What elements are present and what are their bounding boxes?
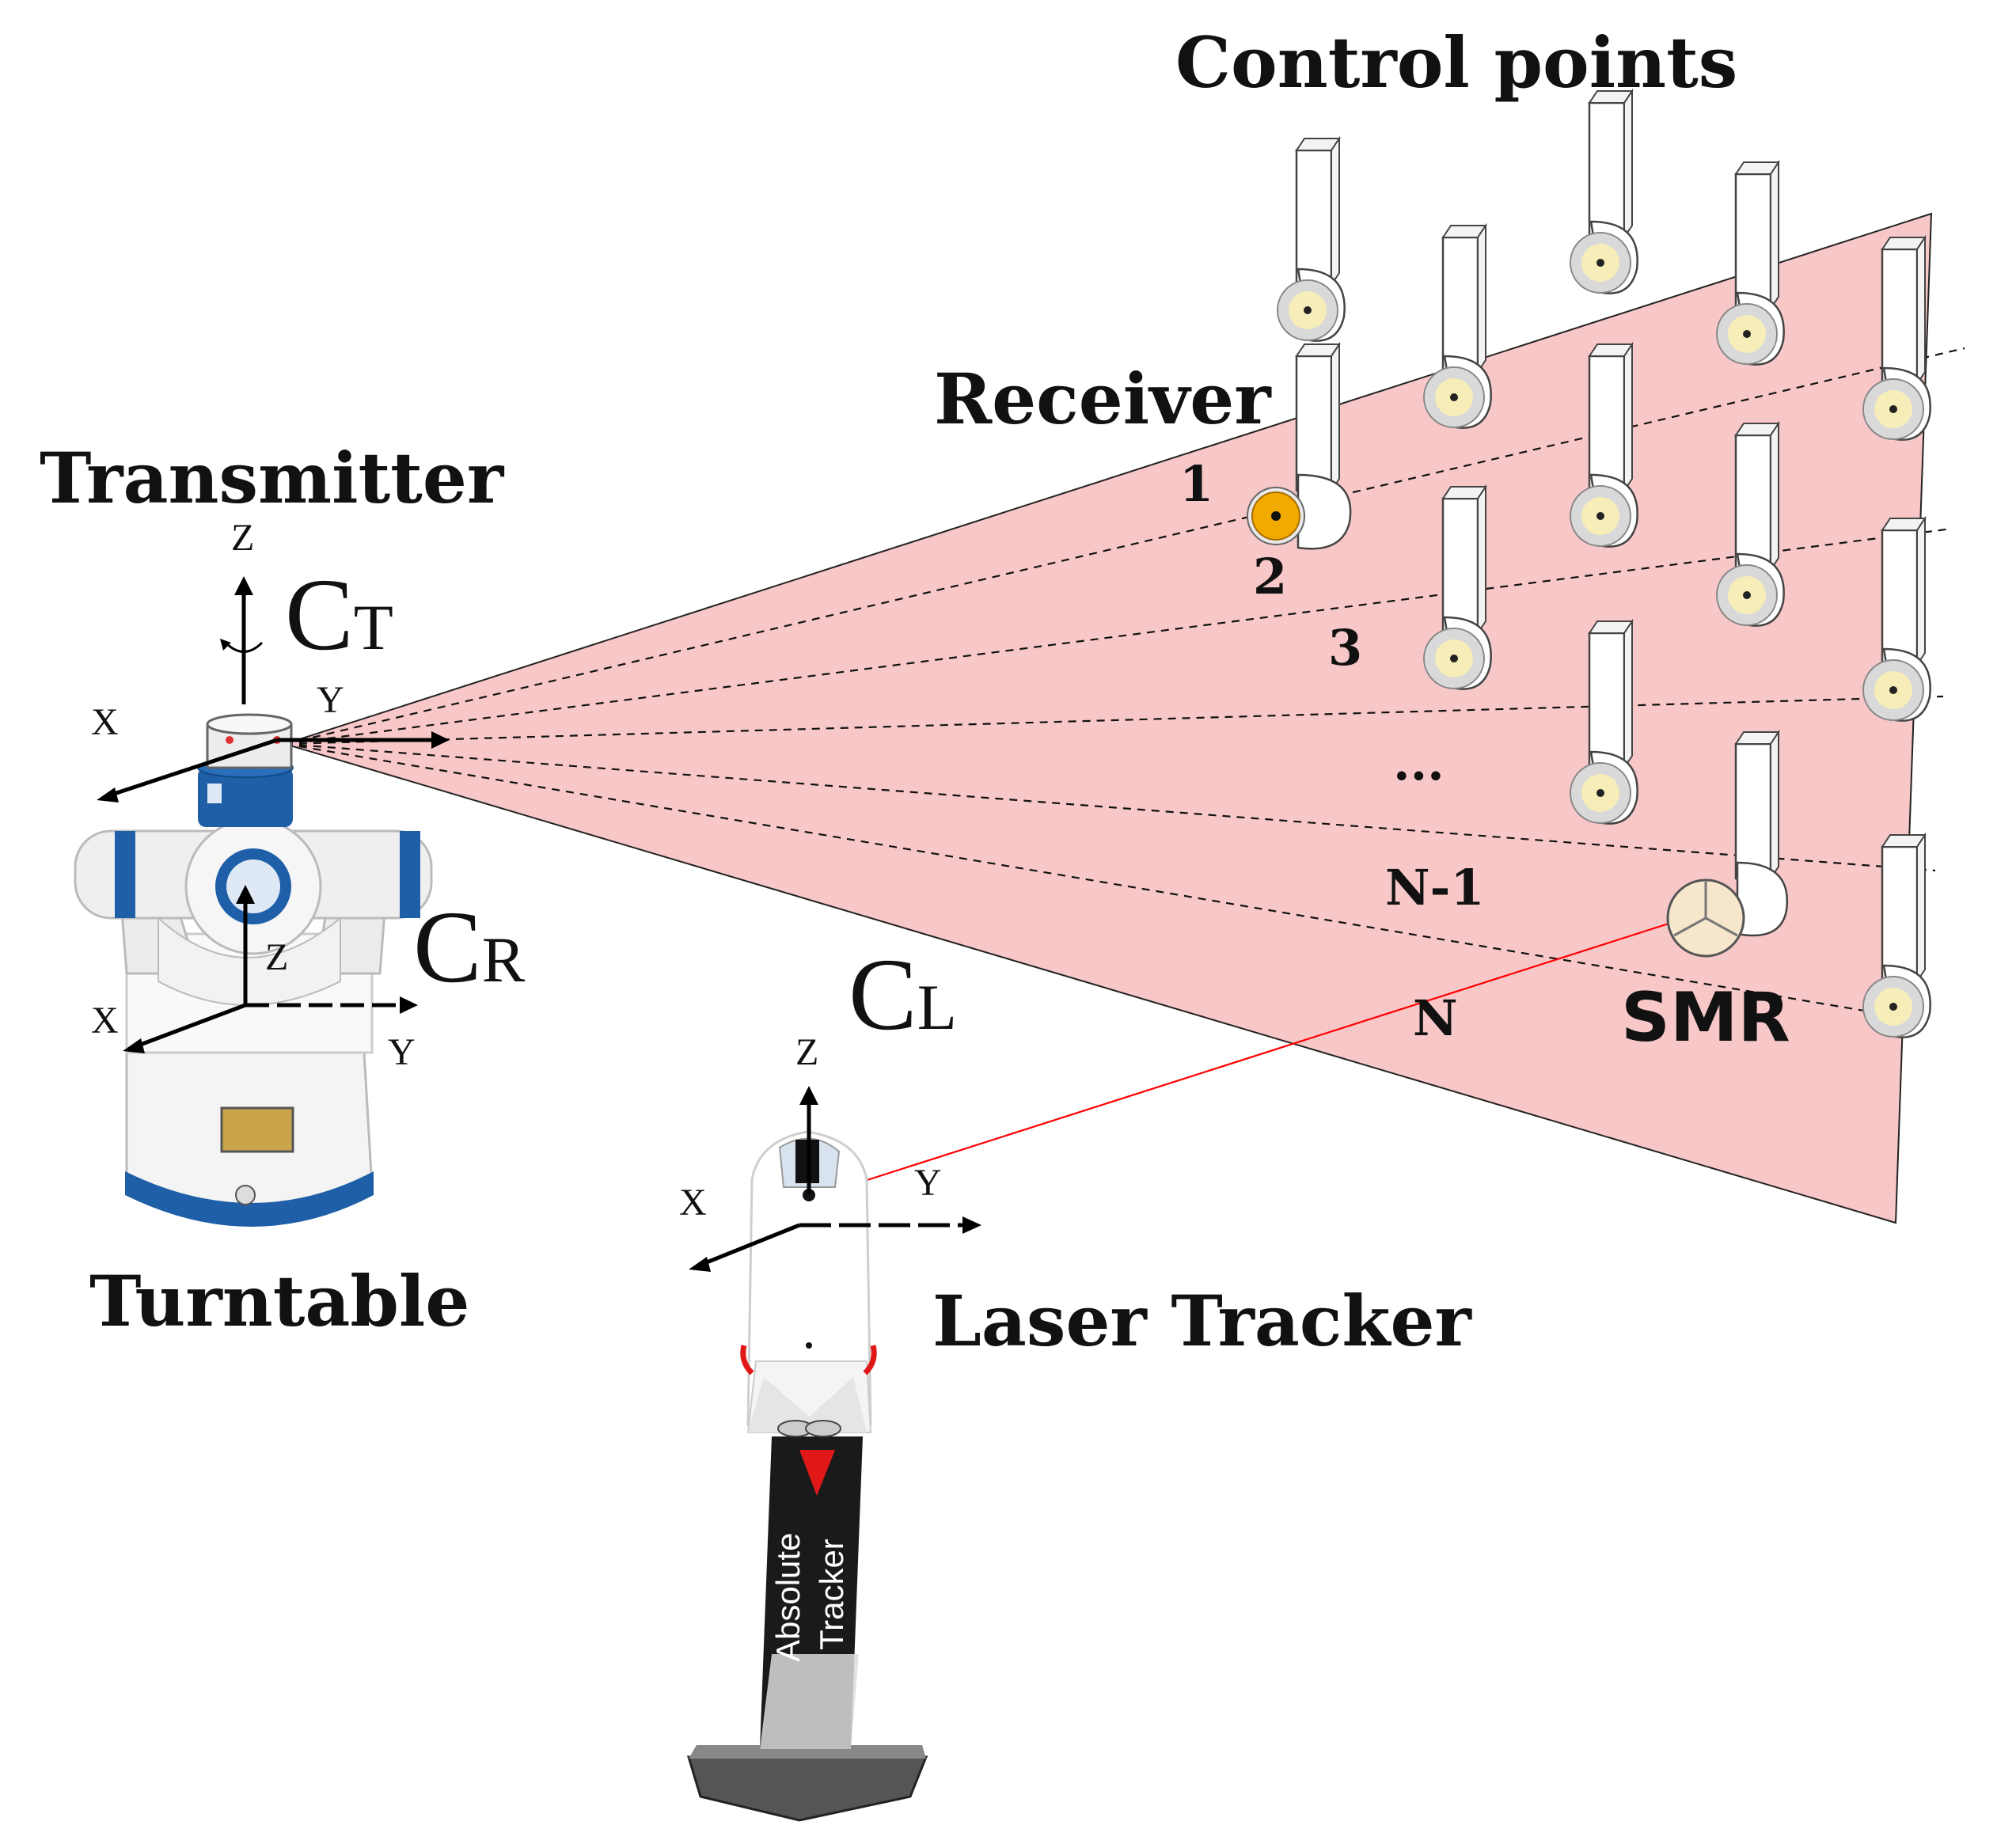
control-point: [1276, 137, 1346, 342]
frame-cl-axes: [689, 1086, 981, 1272]
control-point: [1422, 224, 1492, 429]
control-points-label: Control points: [1175, 21, 1737, 104]
laser-tracker-device: Absolute Tracker: [686, 1130, 928, 1822]
scan-line-3: [284, 695, 1944, 746]
ct-axis-x: X: [91, 701, 119, 743]
scan-label-n-1: N-1: [1385, 859, 1485, 916]
scan-label-n: N: [1413, 989, 1458, 1047]
receiver-label: Receiver: [934, 358, 1272, 440]
control-point: [1715, 161, 1785, 366]
laser-beam: [814, 916, 1687, 1198]
cr-axis-z: Z: [265, 936, 288, 978]
frame-ct-axes: [97, 576, 450, 803]
scan-line-2: [284, 527, 1953, 746]
ct-axis-y: Y: [317, 679, 344, 721]
cl-axis-x: X: [679, 1182, 707, 1224]
turntable-label: Turntable: [89, 1260, 469, 1342]
cr-frame-sub: R: [482, 924, 526, 996]
receiver-device: [1247, 341, 1352, 550]
cl-frame-label: CL: [849, 938, 957, 1052]
tracker-text-tracker: Tracker: [813, 1539, 850, 1650]
scan-line-5: [284, 742, 1916, 1021]
scan-label-2: 2: [1253, 548, 1287, 605]
scan-lines: [284, 347, 1965, 1021]
smr-label: SMR: [1621, 978, 1790, 1057]
cr-axis-y: Y: [388, 1031, 416, 1073]
ct-frame-main: C: [285, 558, 354, 672]
scan-label-3: 3: [1328, 619, 1362, 677]
cl-frame-sub: L: [917, 971, 957, 1043]
transmitter-label: Transmitter: [40, 437, 505, 519]
cr-frame-main: C: [413, 890, 482, 1004]
scan-line-4: [284, 742, 1936, 872]
cl-axis-y: Y: [914, 1162, 942, 1204]
tracker-text-absolute: Absolute: [769, 1533, 807, 1662]
scan-label-ellipsis: ...: [1393, 734, 1445, 791]
scan-line-1: [284, 347, 1965, 746]
cl-axis-z: Z: [795, 1031, 818, 1073]
turntable-device: [74, 713, 433, 1227]
cl-frame-main: C: [849, 938, 917, 1052]
frame-cr-axes: [123, 885, 418, 1053]
ct-frame-label: CT: [285, 558, 393, 672]
ct-frame-sub: T: [354, 591, 393, 663]
laser-tracker-label: Laser Tracker: [932, 1280, 1472, 1362]
control-point: [1569, 89, 1638, 294]
cr-axis-x: X: [91, 1000, 119, 1042]
scan-label-1: 1: [1179, 455, 1213, 513]
ct-axis-z: Z: [231, 517, 254, 559]
smr-device: [1666, 729, 1789, 958]
cr-frame-label: CR: [413, 890, 526, 1004]
